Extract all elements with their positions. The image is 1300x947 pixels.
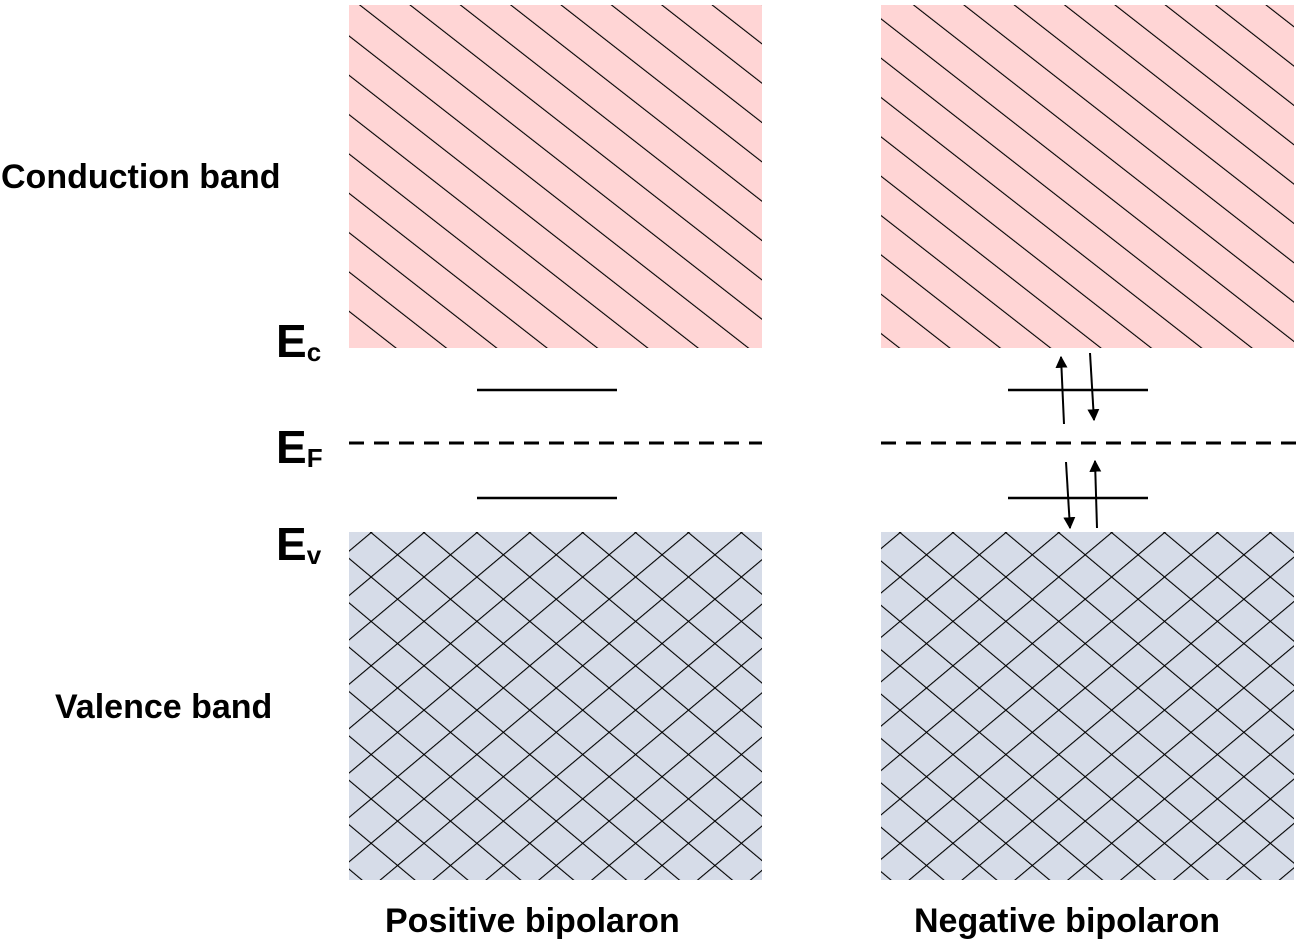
spin-down-arrow-lower bbox=[1063, 461, 1076, 530]
positive-bipolaron-caption: Positive bipolaron bbox=[385, 902, 680, 940]
ec-label-sub: c bbox=[306, 336, 322, 367]
ef-label: EF bbox=[276, 424, 323, 471]
ef-label-sub: F bbox=[306, 442, 323, 473]
positive-bipolaron-panel bbox=[349, 5, 762, 880]
ev-label-main: E bbox=[276, 518, 307, 570]
valence-band-hatch-b-left bbox=[349, 532, 762, 880]
negative-bipolaron-caption: Negative bipolaron bbox=[914, 902, 1221, 940]
conduction-band-hatch-right bbox=[881, 5, 1294, 348]
conduction-band-hatch-left bbox=[349, 5, 762, 348]
valence-band-hatch-b-right bbox=[881, 532, 1294, 880]
ec-label: Ec bbox=[276, 318, 321, 365]
ev-label-sub: v bbox=[306, 539, 322, 570]
conduction-band-label: Conduction band bbox=[1, 158, 281, 196]
spin-up-arrow-lower bbox=[1089, 459, 1102, 529]
ef-label-main: E bbox=[276, 421, 307, 473]
spin-up-arrow-upper bbox=[1055, 355, 1068, 425]
valence-band-label: Valence band bbox=[55, 688, 273, 726]
spin-down-arrow-upper bbox=[1087, 352, 1100, 422]
ev-label: Ev bbox=[276, 521, 321, 568]
ec-label-main: E bbox=[276, 315, 307, 367]
negative-bipolaron-panel bbox=[881, 5, 1294, 880]
